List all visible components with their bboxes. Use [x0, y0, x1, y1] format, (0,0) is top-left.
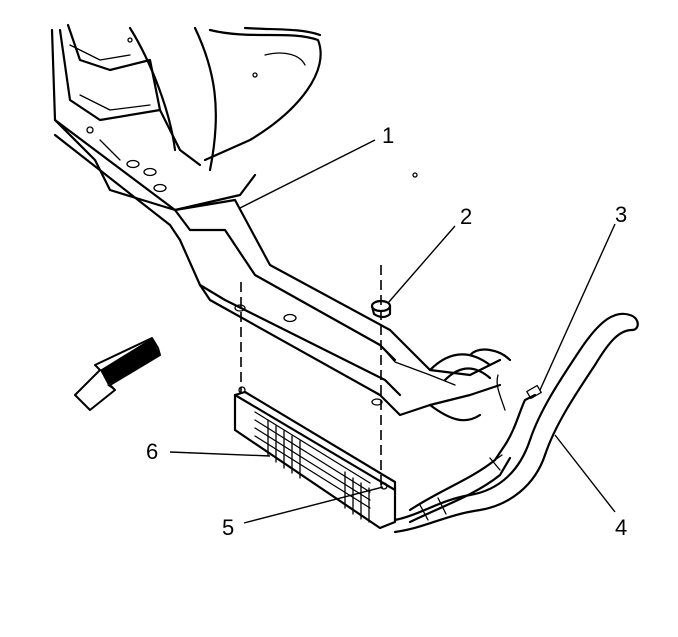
callout-3: 3 [615, 202, 627, 227]
callout-6: 6 [146, 439, 158, 464]
callout-5: 5 [222, 515, 234, 540]
frame-crossmember [53, 118, 512, 422]
callout-2: 2 [460, 204, 472, 229]
transmission-oil-cooler [233, 386, 397, 530]
leader-lines [169, 139, 616, 524]
front-direction-arrow-icon [74, 337, 161, 411]
callout-4: 4 [615, 515, 627, 540]
callout-labels: 1 2 3 4 5 6 [146, 123, 627, 540]
cooler-lines [393, 312, 639, 534]
alignment-lines [240, 265, 382, 487]
callout-1: 1 [382, 123, 394, 148]
body-structure [50, 23, 322, 212]
